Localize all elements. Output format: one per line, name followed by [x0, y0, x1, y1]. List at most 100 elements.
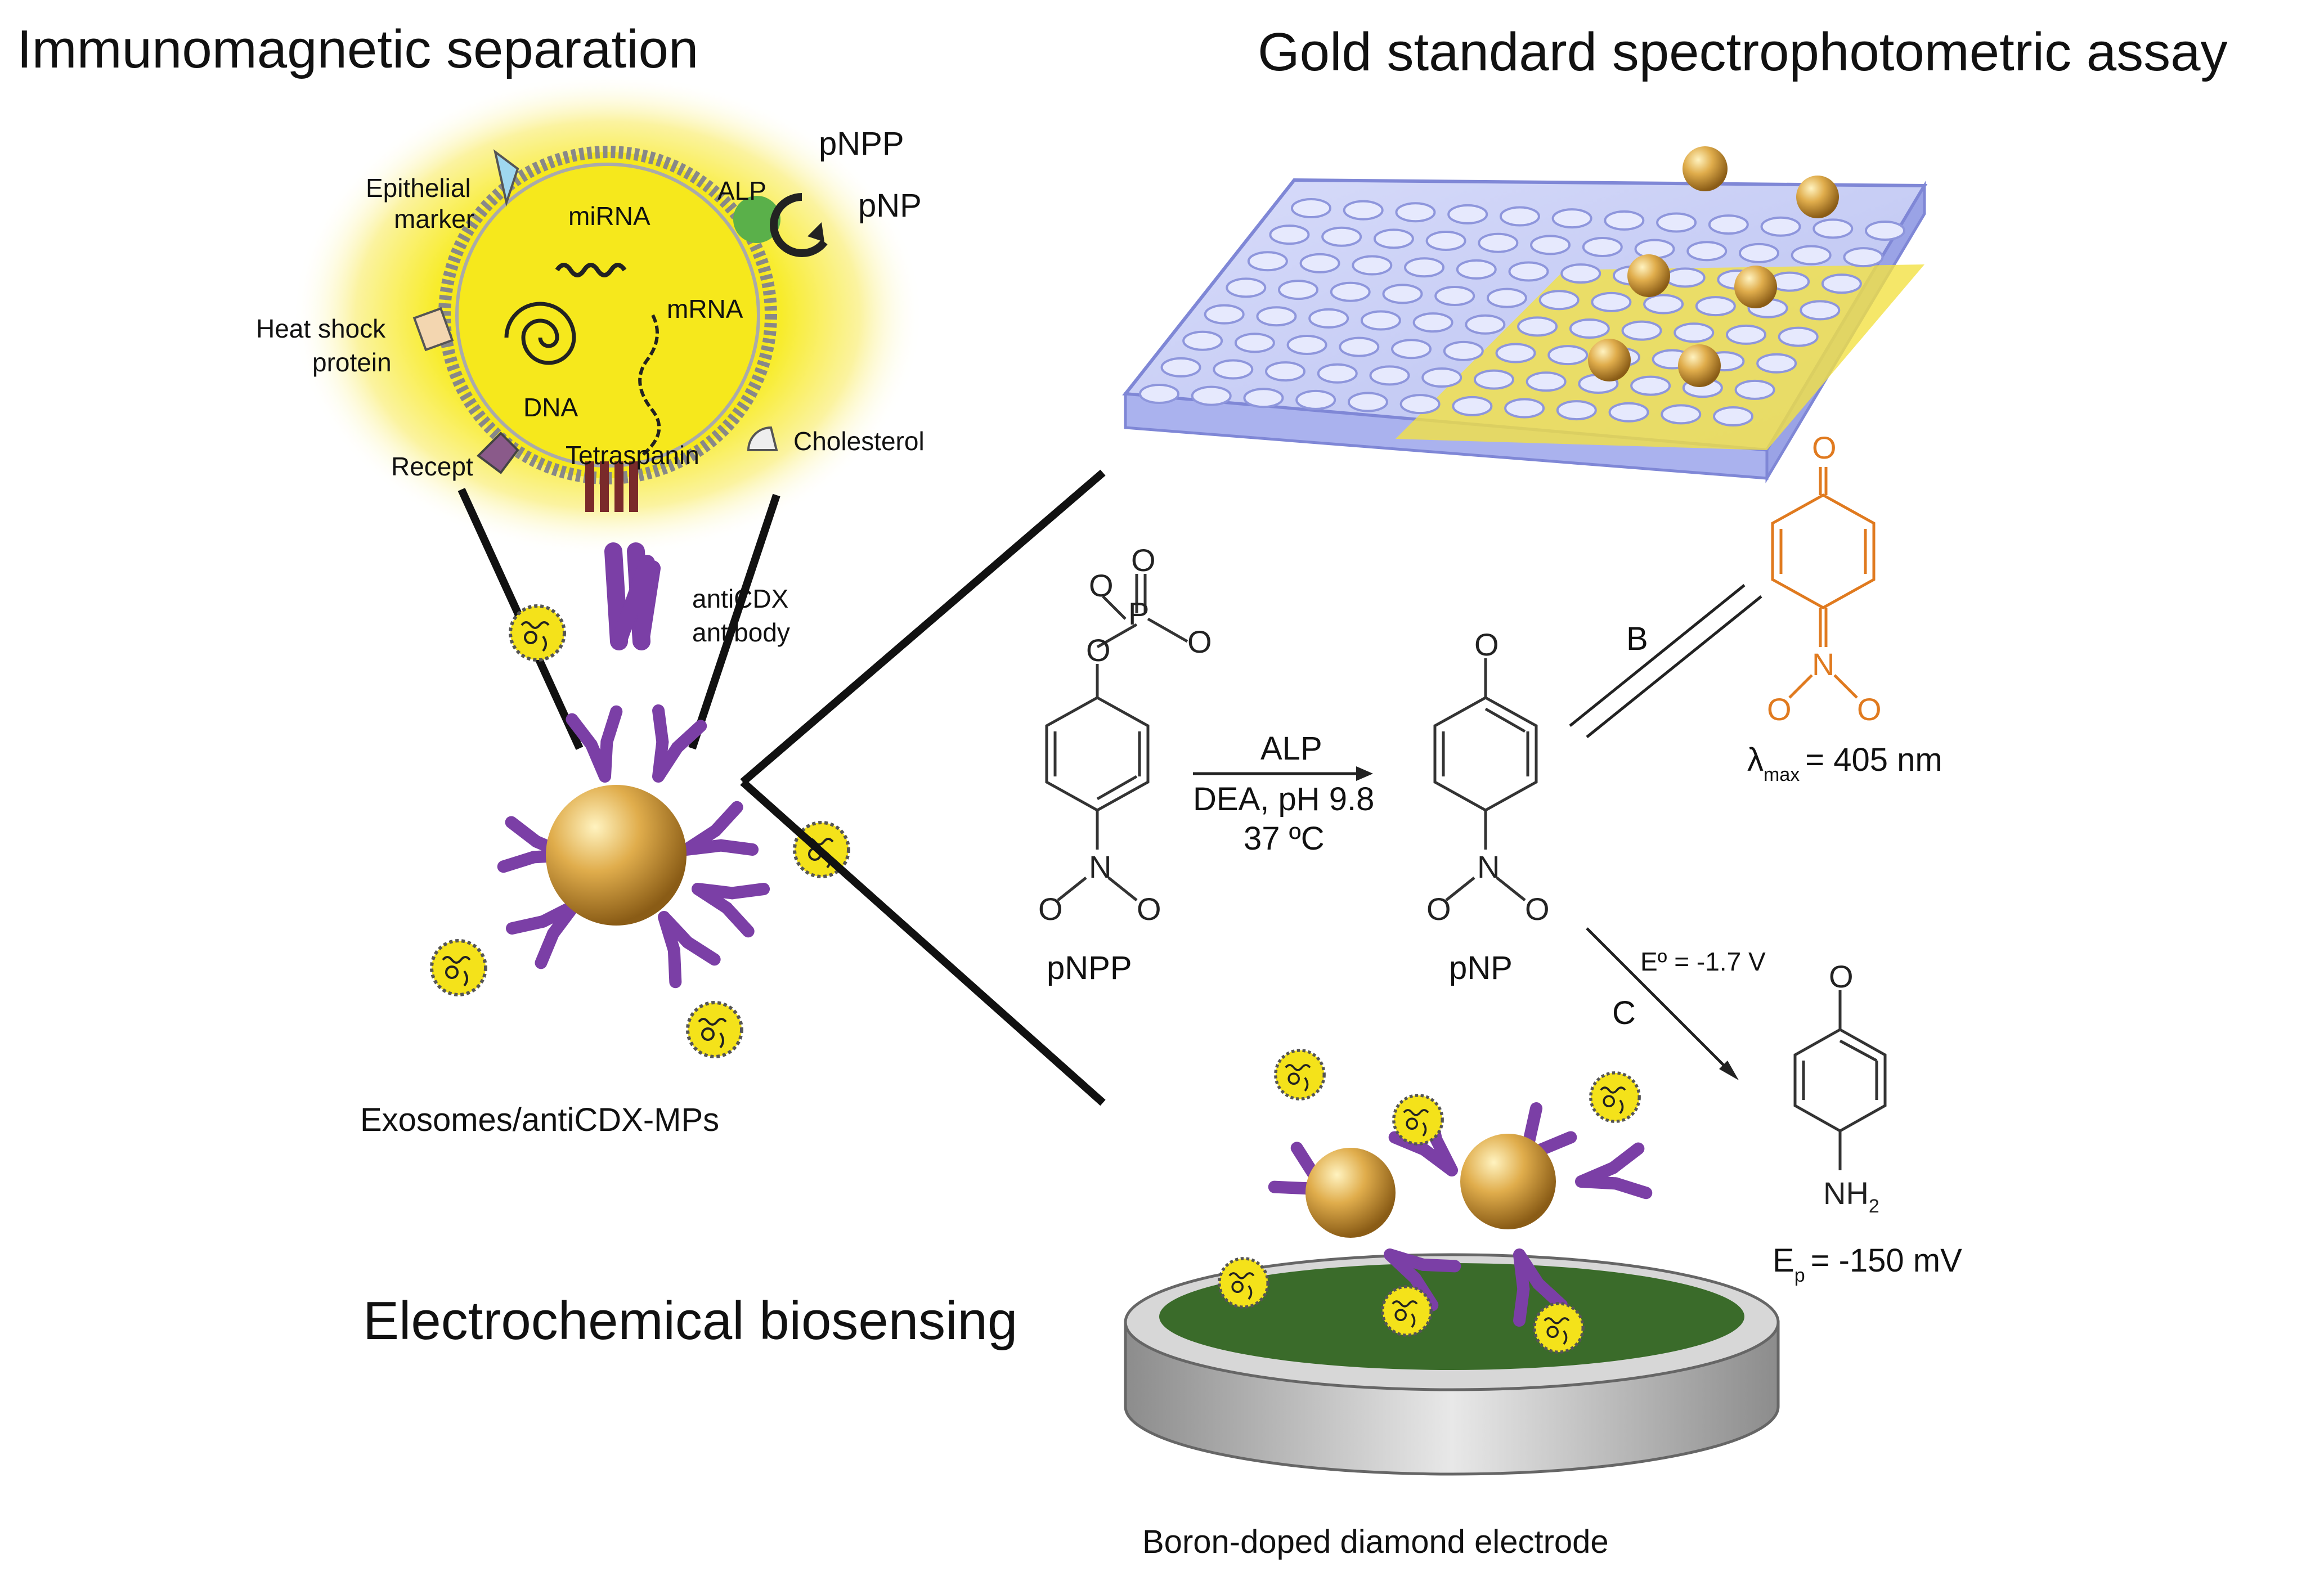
pnpp-atoms: O P O O O N O O [1038, 542, 1212, 927]
plate-well [1495, 343, 1536, 363]
plate-well [1204, 304, 1245, 325]
mrna-label: mRNA [667, 294, 743, 324]
svg-text:O: O [1426, 891, 1451, 927]
plate-well [1708, 214, 1749, 235]
svg-text:O: O [1812, 430, 1837, 465]
tetraspanin-label: Tetraspanin [566, 441, 699, 470]
plate-well [1339, 336, 1380, 357]
plate-well [1756, 353, 1797, 374]
mp-label: Exosomes/antiCDX-MPs [360, 1102, 719, 1138]
plate-well [1821, 273, 1862, 294]
dna-label: DNA [523, 393, 578, 422]
path-c-arrow [1586, 927, 1734, 1076]
plate-well [1421, 367, 1462, 388]
plate-well [1369, 365, 1410, 386]
plate-well [1443, 340, 1484, 361]
exosome-illustration [293, 73, 923, 557]
plate-well [1373, 228, 1414, 249]
plate-well [1465, 314, 1506, 335]
plate-well [1517, 316, 1558, 337]
plate-well [1661, 404, 1702, 425]
plate-well [1473, 369, 1514, 390]
heatshock-protein-shape [412, 307, 454, 352]
svg-text:N: N [1477, 849, 1500, 884]
plate-well [1343, 200, 1384, 221]
plate-well [1738, 242, 1779, 263]
plate-well [1556, 400, 1597, 421]
anticdx-antibody [604, 542, 661, 650]
cholesterol-label: Cholesterol [793, 426, 925, 456]
plate-well [1582, 236, 1623, 257]
svg-text:O: O [1089, 568, 1114, 603]
svg-text:O: O [1767, 691, 1792, 727]
plate-well [1604, 210, 1645, 231]
nh2-label: NH2 [1823, 1175, 1879, 1217]
epithelial-marker-shape [493, 149, 519, 207]
arrow-top-label: ALP [1260, 730, 1322, 767]
receptor-label: Recept [391, 452, 473, 481]
svg-text:P: P [1128, 596, 1149, 631]
plate-well [1865, 221, 1905, 241]
alp-reaction-arrow [770, 193, 828, 257]
alp-label: ALP [717, 176, 766, 205]
plate-well [1591, 291, 1632, 312]
antibody-label-2: antibody [692, 618, 790, 647]
electro-title: Electrochemical biosensing [363, 1291, 1017, 1351]
dna-coil [504, 302, 576, 365]
svg-text:O: O [1525, 891, 1550, 927]
plate-well [1234, 333, 1275, 353]
svg-text:N: N [1089, 849, 1111, 884]
antibody-label-1: antiCDX [692, 584, 788, 613]
plate-well [1360, 310, 1401, 331]
lambda-max-label: λmax= 405 nm [1747, 742, 1942, 785]
plate-well [1791, 245, 1832, 266]
mirna-label: miRNA [568, 201, 650, 231]
plate-well [1412, 312, 1453, 333]
zoom-line-lower [740, 779, 1106, 1106]
svg-text:O: O [1187, 624, 1212, 659]
plate-well [1399, 394, 1441, 415]
plate-well [1434, 285, 1475, 306]
pnp-name: pNP [1449, 950, 1513, 986]
plate-well [1452, 396, 1493, 416]
plate-well [1382, 284, 1423, 304]
epithelial-label-2: marker [394, 204, 474, 233]
plate-well [1265, 361, 1306, 382]
plate-well [1526, 371, 1567, 392]
pnpp-label-top: pNPP [819, 125, 904, 162]
plate-well [1447, 204, 1488, 224]
svg-text:O: O [1131, 542, 1156, 578]
plate-bead-cluster [1588, 146, 1839, 387]
plate-well [1665, 267, 1706, 288]
zoom-line-right [688, 493, 780, 750]
plate-well [1456, 259, 1497, 280]
plate-well [1291, 198, 1331, 218]
plate-well [1330, 281, 1371, 302]
plate-well [1278, 280, 1319, 300]
plate-well [1395, 202, 1436, 223]
plate-well [1352, 255, 1393, 276]
pnp-label-top: pNP [858, 187, 922, 224]
plate-well [1347, 392, 1388, 412]
plate-well [1191, 385, 1232, 406]
pnp-structure [1433, 658, 1538, 901]
gold-title: Gold standard spectrophotometric assay [1258, 22, 2228, 82]
plate-well [1760, 216, 1801, 237]
plate-well [1286, 334, 1327, 355]
plate-well [1243, 388, 1284, 408]
plate-well [1843, 247, 1884, 268]
plate-well [1226, 277, 1267, 298]
heatshock-label-1: Heat shock [256, 314, 386, 343]
svg-text:O: O [1137, 891, 1161, 927]
bdd-electrode [1124, 1253, 1780, 1476]
plate-well [1812, 218, 1854, 239]
plate-well [1404, 257, 1445, 278]
electrode-label: Boron-doped diamond electrode [1142, 1524, 1609, 1560]
heatshock-label-2: protein [312, 348, 392, 377]
plate-well [1734, 379, 1775, 400]
pnpp-structure [1045, 574, 1188, 901]
plate-well [1213, 359, 1254, 380]
plate-well [1182, 330, 1223, 351]
plate-well [1139, 384, 1179, 404]
